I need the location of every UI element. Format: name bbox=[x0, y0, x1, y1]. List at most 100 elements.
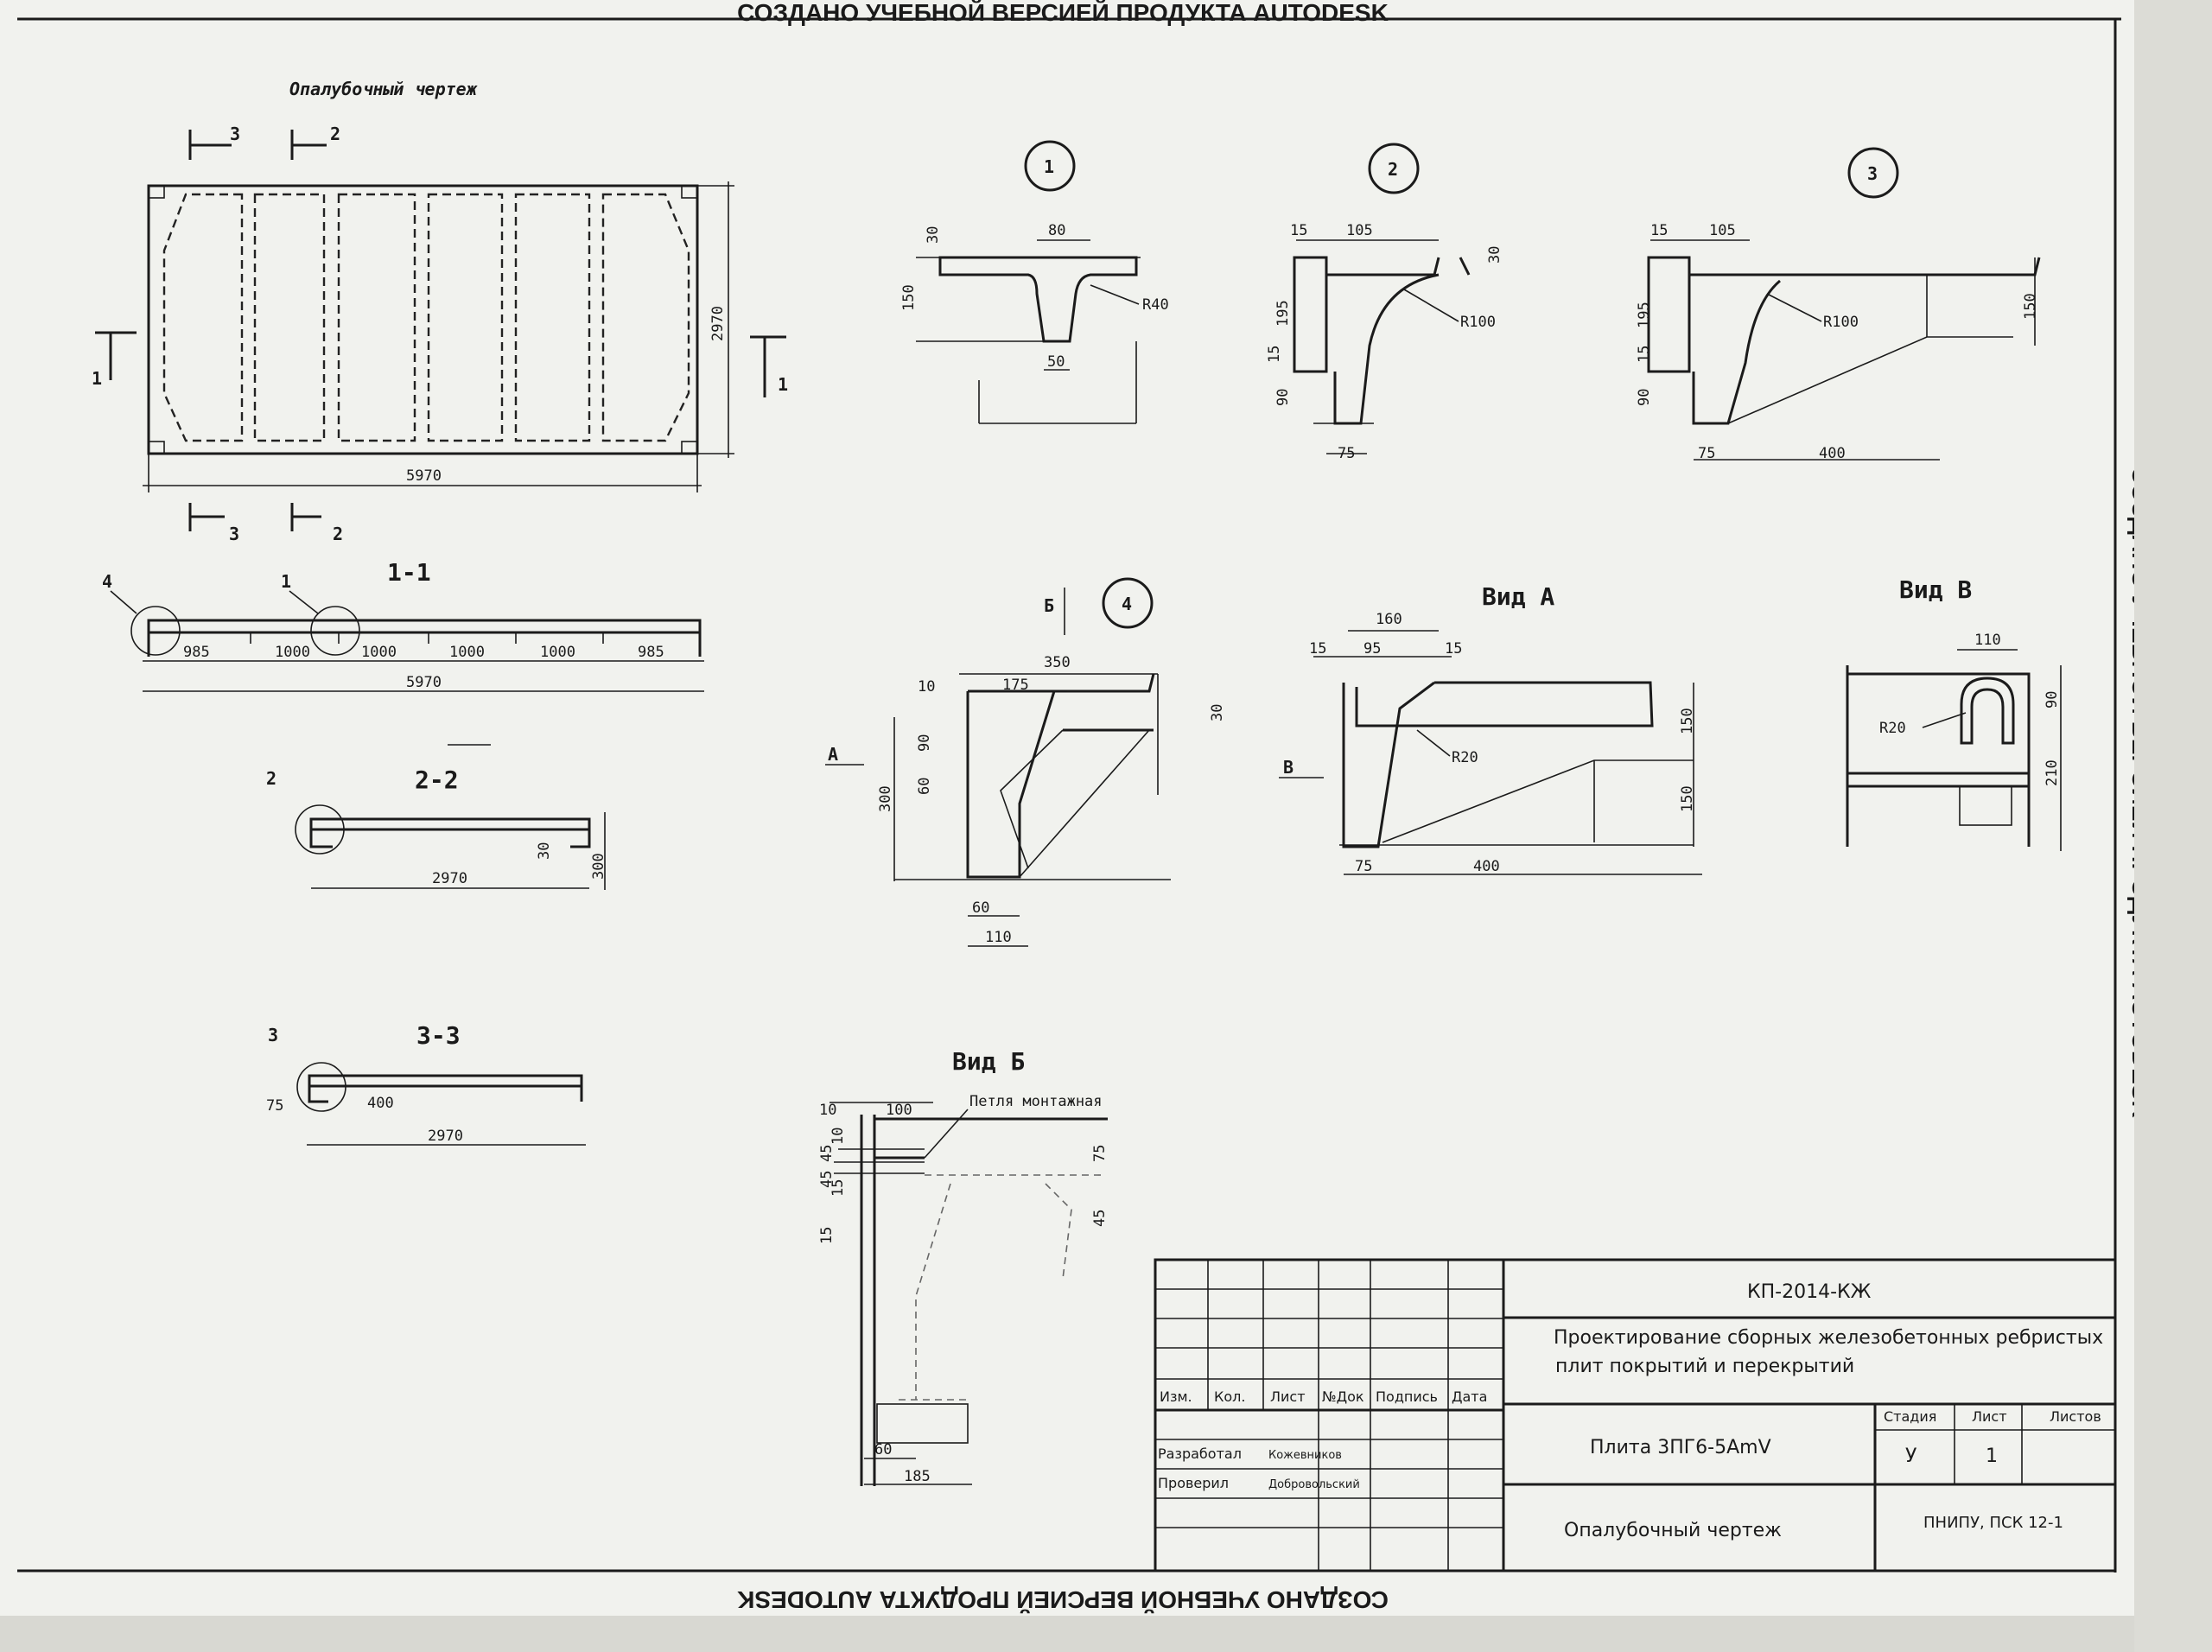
s11-dim-1: 985 bbox=[183, 644, 210, 661]
d3-h-dim: 150 bbox=[2022, 293, 2039, 320]
tb-project-line2: плит покрытий и перекрытий bbox=[1555, 1356, 1854, 1377]
tb-code: КП-2014-КЖ bbox=[1747, 1281, 1872, 1303]
detail-2-callout: 2 bbox=[1388, 159, 1398, 180]
view-b: Вид Б 10 100 Петля монтажная 45 45 15 10… bbox=[818, 1047, 1109, 1486]
tb-header-doc: №Док bbox=[1322, 1388, 1364, 1405]
s33-b-dim: 400 bbox=[367, 1095, 394, 1112]
section-1-1-callout-4: 4 bbox=[102, 571, 112, 592]
d3-a-dim: 15 bbox=[1650, 222, 1668, 239]
section-mark-1-left: 1 bbox=[92, 368, 102, 389]
d3-f-dim: 75 bbox=[1698, 445, 1715, 462]
d4-c-dim: 30 bbox=[1209, 704, 1226, 721]
tb-org: ПНИПУ, ПСК 12-1 bbox=[1923, 1514, 2063, 1532]
d2-d-dim: 195 bbox=[1274, 300, 1292, 327]
section-1-1-title: 1-1 bbox=[387, 558, 431, 587]
tb-product: Плита 3ПГ6-5AmV bbox=[1590, 1437, 1771, 1458]
d4-w-dim: 350 bbox=[1044, 654, 1071, 671]
d3-g-dim: 400 bbox=[1819, 445, 1846, 462]
d2-b-dim: 105 bbox=[1346, 222, 1373, 239]
watermark-bottom: СОЗДАНО УЧЕБНОЙ ВЕРСИЕЙ ПРОДУКТА AUTODES… bbox=[737, 1586, 1389, 1614]
vv-w-dim: 110 bbox=[1974, 632, 2001, 649]
section-mark-3-top: 3 bbox=[230, 124, 240, 144]
d2-r-dim: R100 bbox=[1460, 314, 1496, 331]
tb-project-line1: Проектирование сборных железобетонных ре… bbox=[1554, 1327, 2103, 1349]
va-c-dim: 15 bbox=[1445, 640, 1462, 658]
detail-1-callout: 1 bbox=[1044, 156, 1054, 177]
tb-drawing-name: Опалубочный чертеж bbox=[1564, 1520, 1782, 1541]
tb-checked-label: Проверил bbox=[1158, 1475, 1229, 1491]
tb-stage: У bbox=[1905, 1446, 1917, 1467]
view-v: Вид В 110 R20 90 210 bbox=[1846, 575, 2062, 851]
view-b-title: Вид Б bbox=[952, 1047, 1025, 1076]
s11-dim-3: 1000 bbox=[361, 644, 397, 661]
section-2-2: 2-2 2 2970 30 300 bbox=[266, 744, 607, 890]
s11-dim-4: 1000 bbox=[449, 644, 485, 661]
tb-header-kol: Кол. bbox=[1214, 1388, 1245, 1405]
d2-g-dim: 75 bbox=[1338, 445, 1355, 462]
d4-d-dim: 90 bbox=[916, 734, 933, 752]
vb-loop-label: Петля монтажная bbox=[969, 1093, 1103, 1110]
section-mark-3-bottom: 3 bbox=[229, 524, 239, 544]
section-3-3-callout: 3 bbox=[268, 1025, 278, 1045]
d4-view-mark: Б bbox=[1044, 595, 1054, 616]
sheet-title: Опалубочный чертеж bbox=[289, 79, 478, 99]
tb-header-izm: Изм. bbox=[1160, 1388, 1192, 1405]
tb-header-list: Лист bbox=[1270, 1388, 1306, 1405]
va-a-dim: 15 bbox=[1309, 640, 1326, 658]
d3-r-dim: R100 bbox=[1823, 314, 1859, 331]
s11-dim-5: 1000 bbox=[540, 644, 575, 661]
s11-dim-total: 5970 bbox=[406, 674, 442, 691]
section-1-1-callout-1: 1 bbox=[281, 571, 291, 592]
vb-b-dim: 100 bbox=[886, 1102, 912, 1119]
vb-j-dim: 60 bbox=[874, 1441, 892, 1458]
detail-3-callout: 3 bbox=[1867, 163, 1878, 184]
va-b-dim: 95 bbox=[1363, 640, 1381, 658]
section-mark-2-bottom: 2 bbox=[333, 524, 343, 544]
d3-e-dim: 90 bbox=[1636, 389, 1653, 406]
section-mark-1-right: 1 bbox=[778, 374, 788, 395]
tb-checked-name: Добровольский bbox=[1268, 1478, 1360, 1491]
s33-len-dim: 2970 bbox=[428, 1128, 463, 1145]
view-v-title: Вид В bbox=[1899, 575, 1972, 604]
detail-1: 80 30 150 R40 50 bbox=[900, 222, 1169, 424]
vv-h2-dim: 210 bbox=[2044, 759, 2061, 786]
vb-c-dim: 45 bbox=[818, 1145, 836, 1162]
plan-length-dim: 5970 bbox=[406, 467, 442, 485]
section-2-2-title: 2-2 bbox=[415, 766, 459, 794]
detail-4-circle bbox=[1102, 577, 1154, 629]
d4-h-dim: 300 bbox=[877, 785, 894, 812]
s22-h1-dim: 30 bbox=[536, 842, 553, 860]
d1-r-dim: R40 bbox=[1142, 296, 1169, 314]
detail-1-circle bbox=[1024, 140, 1076, 192]
monitor-screen: СОЗДАНО УЧЕБНОЙ ВЕРСИЕЙ ПРОДУКТА AUTODES… bbox=[0, 0, 2134, 1616]
vb-a-dim: 10 bbox=[819, 1102, 836, 1119]
detail-3: 15 105 195 15 90 75 400 150 R100 bbox=[1636, 222, 2041, 462]
d4-g-dim: 110 bbox=[985, 929, 1012, 946]
s33-a-dim: 75 bbox=[266, 1097, 283, 1115]
d2-f-dim: 90 bbox=[1274, 389, 1292, 406]
detail-2-circle bbox=[1368, 143, 1420, 194]
d1-h2-dim: 150 bbox=[900, 284, 918, 311]
d3-d-dim: 15 bbox=[1636, 346, 1653, 363]
tb-sheets-label: Листов bbox=[2050, 1408, 2101, 1425]
vv-r-dim: R20 bbox=[1879, 720, 1906, 737]
s22-len-dim: 2970 bbox=[432, 870, 467, 887]
detail-4-callout: 4 bbox=[1122, 594, 1132, 614]
view-a-title: Вид А bbox=[1482, 582, 1554, 611]
s22-h2-dim: 300 bbox=[590, 853, 607, 880]
plan-width-dim: 2970 bbox=[709, 306, 727, 341]
d4-f-dim: 60 bbox=[972, 899, 989, 917]
vb-f-dim: 10 bbox=[830, 1128, 847, 1145]
d3-c-dim: 195 bbox=[1636, 302, 1653, 328]
d2-a-dim: 15 bbox=[1290, 222, 1307, 239]
va-r-dim: R20 bbox=[1452, 749, 1478, 766]
d1-h1-dim: 30 bbox=[925, 226, 942, 244]
monitor-bezel-right bbox=[2134, 0, 2212, 1652]
vv-h1-dim: 90 bbox=[2044, 691, 2061, 708]
vb-k-dim: 185 bbox=[904, 1468, 931, 1485]
d2-e-dim: 15 bbox=[1266, 346, 1283, 363]
va-d-dim: 75 bbox=[1355, 858, 1372, 875]
va-h1-dim: 150 bbox=[1679, 708, 1696, 734]
va-w-dim: 160 bbox=[1376, 611, 1402, 628]
vb-h-dim: 75 bbox=[1091, 1145, 1109, 1162]
